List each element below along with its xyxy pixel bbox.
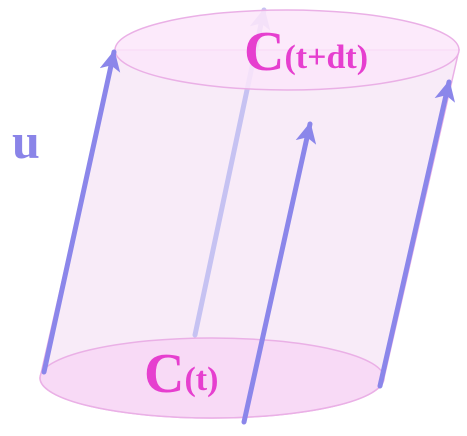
right-velocity-arrow (377, 79, 456, 389)
bottom-curve-label-main: C (144, 343, 184, 405)
bottom-curve-label: C(t) (144, 343, 218, 405)
velocity-label: u (12, 113, 40, 169)
top-curve-label-sub: (t+dt) (284, 39, 368, 76)
top-curve-label: C(t+dt) (244, 21, 368, 83)
left-velocity-arrow (41, 49, 121, 375)
top-curve-label-main: C (244, 21, 284, 83)
bottom-curve-label-sub: (t) (184, 361, 218, 398)
middle-velocity-arrow (241, 121, 317, 425)
